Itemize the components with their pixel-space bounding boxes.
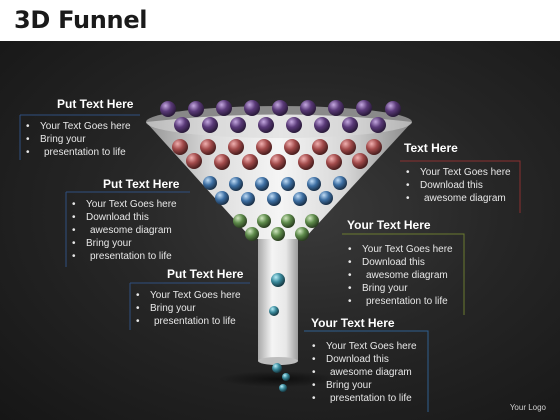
funnel-diagram — [19, 100, 521, 412]
purple-balls — [160, 100, 401, 133]
block-heading: Put Text Here — [167, 267, 244, 281]
bracket-right-3 — [304, 330, 429, 412]
list-item: Download this — [68, 211, 177, 224]
red-balls — [172, 139, 382, 170]
list-item: presentation to life — [308, 392, 417, 405]
block-heading: Put Text Here — [57, 97, 134, 111]
bracket-right-1 — [400, 160, 521, 213]
bullet-list: Your Text Goes here Download this awesom… — [344, 243, 453, 308]
list-item: Your Text Goes here — [22, 120, 131, 133]
list-item: awesome diagram — [68, 224, 177, 237]
block-heading: Text Here — [404, 141, 458, 155]
bullet-list: Your Text Goes here Bring your presentat… — [22, 120, 131, 159]
list-item: awesome diagram — [308, 366, 417, 379]
list-item: Your Text Goes here — [308, 340, 417, 353]
funnel-tube — [258, 239, 298, 361]
blue-balls — [203, 176, 347, 206]
list-item: Your Text Goes here — [402, 166, 511, 179]
bullet-list: Your Text Goes here Bring your presentat… — [132, 289, 241, 328]
list-item: awesome diagram — [344, 269, 453, 282]
block-heading: Put Text Here — [103, 177, 180, 191]
bracket-right-2 — [342, 233, 465, 315]
block-heading: Your Text Here — [347, 218, 431, 232]
slide-canvas: Put Text Here Your Text Goes here Bring … — [0, 41, 560, 420]
list-item: presentation to life — [22, 146, 131, 159]
slide-title: 3D Funnel — [14, 6, 148, 34]
block-heading: Your Text Here — [311, 316, 395, 330]
list-item: Your Text Goes here — [344, 243, 453, 256]
bullet-list: Your Text Goes here Download this awesom… — [68, 198, 177, 263]
list-item: Bring your — [22, 133, 131, 146]
bullet-list: Your Text Goes here Download this awesom… — [308, 340, 417, 405]
list-item: Bring your — [308, 379, 417, 392]
list-item: Download this — [308, 353, 417, 366]
list-item: awesome diagram — [402, 192, 511, 205]
list-item: Your Text Goes here — [132, 289, 241, 302]
list-item: Download this — [402, 179, 511, 192]
list-item: Bring your — [68, 237, 177, 250]
header-bar: 3D Funnel — [0, 0, 560, 41]
list-item: Your Text Goes here — [68, 198, 177, 211]
list-item: Download this — [344, 256, 453, 269]
list-item: Bring your — [132, 302, 241, 315]
bullet-list: Your Text Goes here Download this awesom… — [402, 166, 511, 205]
list-item: presentation to life — [344, 295, 453, 308]
logo-text: Your Logo — [509, 403, 546, 412]
teal-balls — [269, 273, 290, 392]
funnel-tube-end — [258, 357, 298, 365]
list-item: Bring your — [344, 282, 453, 295]
list-item: presentation to life — [68, 250, 177, 263]
list-item: presentation to life — [132, 315, 241, 328]
green-balls — [233, 214, 319, 241]
